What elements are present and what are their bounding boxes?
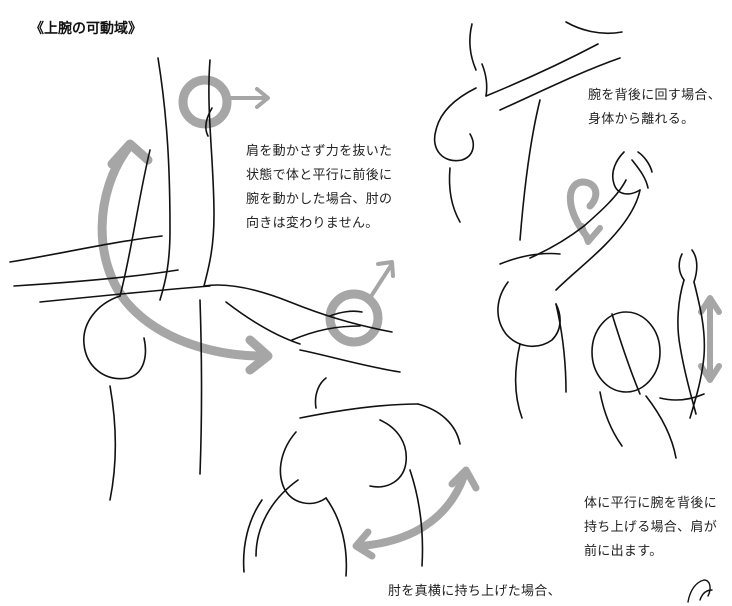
rotate-back-arrow <box>566 178 603 245</box>
annotation-line: 向きは変わりません。 <box>246 216 379 231</box>
figure-elbow-side <box>242 377 461 577</box>
elbow-orientation-marker-middle <box>325 260 395 347</box>
annotation-arm-behind: 腕を背後に回す場合、 身体から離れる。 <box>588 84 721 132</box>
figure-front-arm <box>9 57 401 501</box>
annotation-lift-behind: 体に平行に腕を背後に 持ち上げる場合、肩が 前に出ます。 <box>584 492 717 564</box>
annotation-line: 状態で体と平行に前後に <box>246 168 393 183</box>
side-lift-arrow <box>352 466 480 560</box>
annotation-line: 持ち上げる場合、肩が <box>584 520 718 535</box>
elbow-orientation-marker-top <box>178 75 270 129</box>
annotation-shoulder-relaxed: 肩を動かさず力を抜いた 状態で体と平行に前後に 腕を動かした場合、肘の 向きは変… <box>246 140 392 236</box>
annotation-line: 体に平行に腕を背後に <box>584 496 718 511</box>
annotation-line: 肘を真横に持ち上げた場合、 <box>388 584 561 599</box>
figure-arm-behind <box>433 21 623 241</box>
line-art <box>9 21 713 603</box>
annotation-line: 身体から離れる。 <box>588 112 695 127</box>
hand-sketch <box>687 579 713 603</box>
annotation-line: 腕を動かした場合、肘の <box>246 192 393 207</box>
lift-arrow <box>698 295 722 383</box>
figure-side-lift <box>591 249 706 459</box>
figure-arm-raised <box>497 151 653 419</box>
swing-arc-arrow <box>97 139 273 375</box>
annotation-elbow-side: 肘を真横に持ち上げた場合、 <box>388 580 561 604</box>
annotation-line: 肩を動かさず力を抜いた <box>246 144 393 159</box>
annotation-line: 前に出ます。 <box>584 544 663 559</box>
annotation-line: 腕を背後に回す場合、 <box>588 88 722 103</box>
motion-markers <box>97 75 722 560</box>
page-title: 《上腕の可動域》 <box>30 21 142 37</box>
